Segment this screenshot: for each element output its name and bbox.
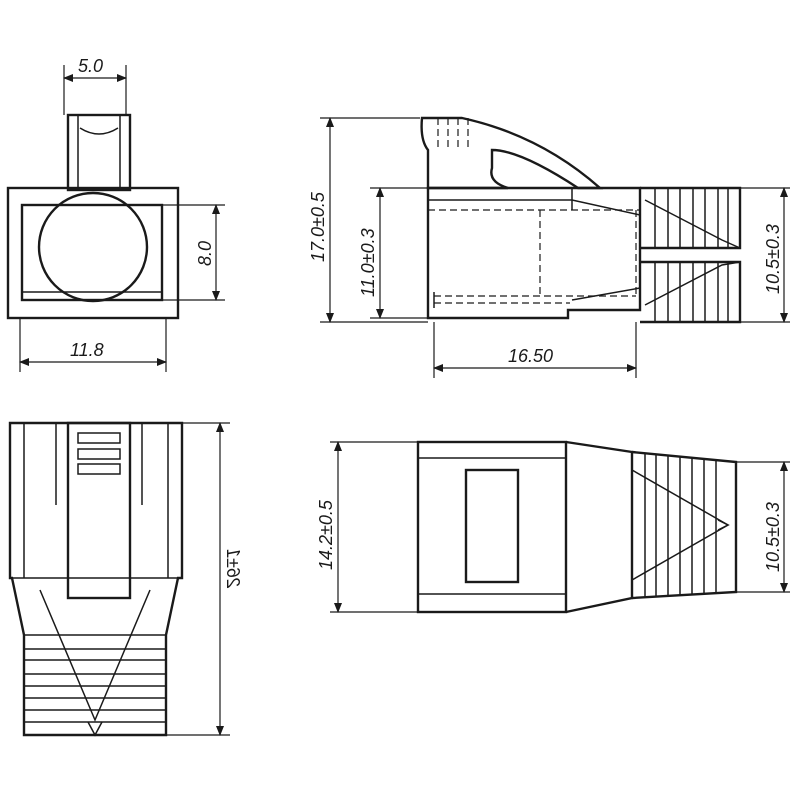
dim-label-height: 14.2±0.5 — [316, 499, 336, 570]
dim-label-body-height: 11.0±0.3 — [358, 228, 378, 297]
cable-opening — [37, 191, 149, 303]
latch-arm — [420, 116, 604, 190]
dim-label-boot-height-side: 10.5±0.3 — [763, 224, 783, 294]
plug-outline-top — [8, 421, 184, 737]
plug-body-outer — [6, 186, 180, 320]
dim-label-boot-height-bottom: 10.5±0.3 — [763, 502, 783, 572]
latch-tab — [66, 113, 132, 192]
contact-window — [464, 468, 520, 584]
boot-ribs-upper — [640, 186, 742, 250]
dim-label-width-bottom: 11.8 — [70, 340, 104, 360]
dim-label-width-top: 5.0 — [78, 56, 103, 76]
dim-label-height-right: 8.0 — [195, 241, 215, 266]
boot-ribs-bottom — [631, 450, 738, 600]
dim-label-length: 26±1 — [223, 548, 243, 589]
top-view: 26±1 — [8, 421, 243, 737]
dim-label-body-length: 16.50 — [508, 346, 553, 366]
front-view: 5.0 8.0 11.8 — [6, 56, 225, 372]
plug-body-inner — [20, 203, 164, 302]
dim-label-total-height: 17.0±0.5 — [308, 191, 328, 262]
bottom-view: 14.2±0.5 10.5±0.3 — [316, 440, 790, 614]
side-view: 17.0±0.5 11.0±0.3 10.5±0.3 16.50 — [308, 116, 790, 378]
plug-body-bottom — [416, 440, 568, 614]
boot-ribs-lower — [640, 260, 742, 324]
latch-top — [66, 421, 132, 600]
